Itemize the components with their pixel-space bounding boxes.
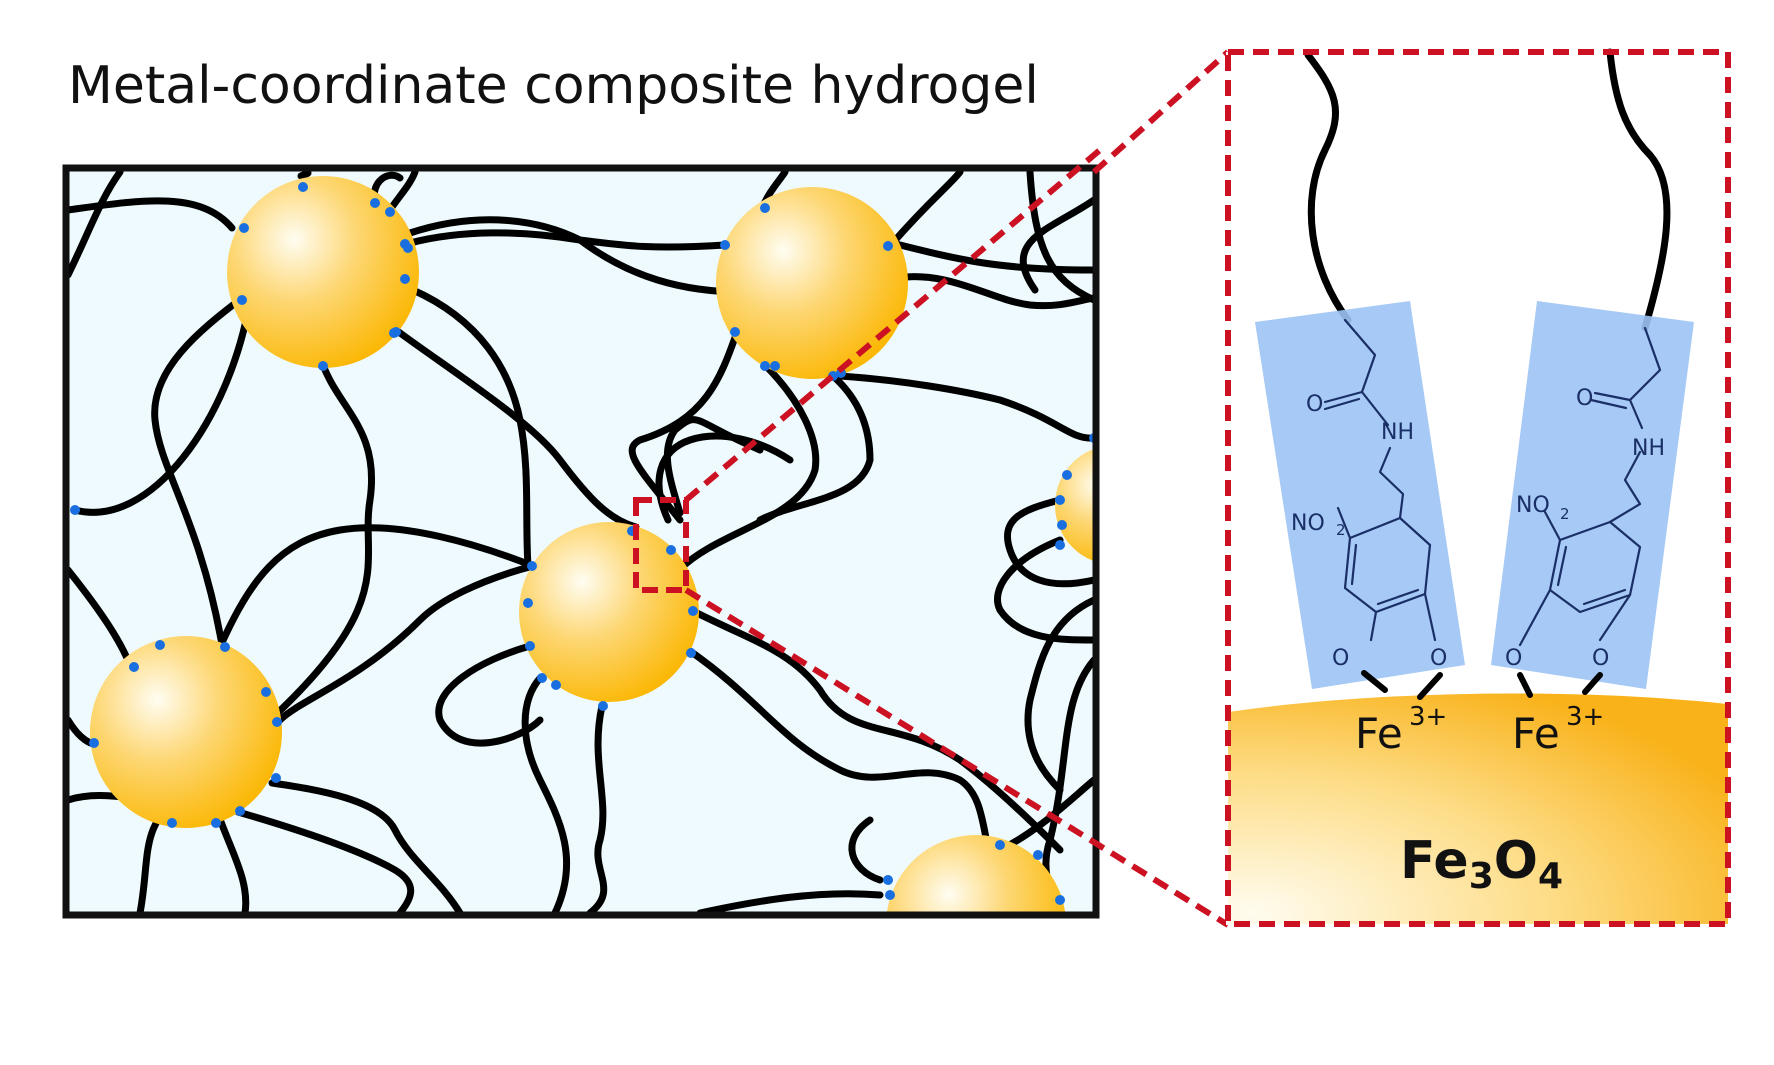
ligand-right: O NH NO 2 O O Fe 3+: [1505, 326, 1665, 758]
gel-panel-border: [62, 164, 1100, 919]
crosslink-sites: [70, 182, 1099, 905]
nanoparticle: [886, 835, 1066, 913]
iron-oxide-label-sub2: 4: [1538, 856, 1563, 897]
nanoparticle: [519, 522, 699, 702]
carbonyl-oxygen-label: O: [1576, 386, 1593, 411]
phenolate-oxygen-right: O: [1592, 646, 1609, 671]
carbonyl-oxygen-label: O: [1306, 392, 1323, 417]
zoom-region-marker: [633, 497, 689, 593]
phenolate-oxygen-right: O: [1430, 646, 1447, 671]
zoom-detail-panel: O NH NO 2 O O Fe 3+ O NH NO: [1225, 48, 1731, 927]
figure-title: Metal-coordinate composite hydrogel: [68, 56, 1039, 116]
nitro-label: NO: [1291, 511, 1325, 536]
hydrogel-network: [62, 164, 1100, 919]
iron-oxide-label-part1: Fe: [1400, 831, 1469, 891]
iron-oxide-label-sub1: 3: [1469, 856, 1494, 897]
zoom-connectors: [684, 49, 1231, 928]
iron-ion-charge: 3+: [1409, 702, 1447, 732]
iron-oxide-label-part2: O: [1494, 831, 1538, 891]
phenolate-oxygen-left: O: [1505, 646, 1522, 671]
nanoparticle: [1055, 448, 1094, 562]
phenolate-oxygen-left: O: [1332, 646, 1349, 671]
nitro-subscript: 2: [1336, 521, 1346, 539]
nanoparticle: [227, 176, 419, 368]
iron-ion-label: Fe: [1355, 709, 1403, 758]
zoom-panel-frame: [1225, 49, 1731, 927]
amide-label: NH: [1381, 420, 1414, 445]
ligand-left: O NH NO 2 O O Fe 3+: [1291, 318, 1447, 758]
nanoparticles: [90, 176, 1094, 913]
amide-label: NH: [1632, 436, 1665, 461]
iron-oxide-label: Fe3O4: [1400, 831, 1563, 897]
nitro-label: NO: [1516, 493, 1550, 518]
ligand-highlight-right: [1491, 301, 1694, 689]
nanoparticle: [90, 636, 282, 828]
iron-oxide-surface: [1228, 693, 1728, 924]
iron-ion-charge: 3+: [1566, 702, 1604, 732]
iron-ion-label: Fe: [1512, 709, 1560, 758]
nanoparticle: [716, 187, 908, 379]
nitro-subscript: 2: [1560, 505, 1570, 523]
